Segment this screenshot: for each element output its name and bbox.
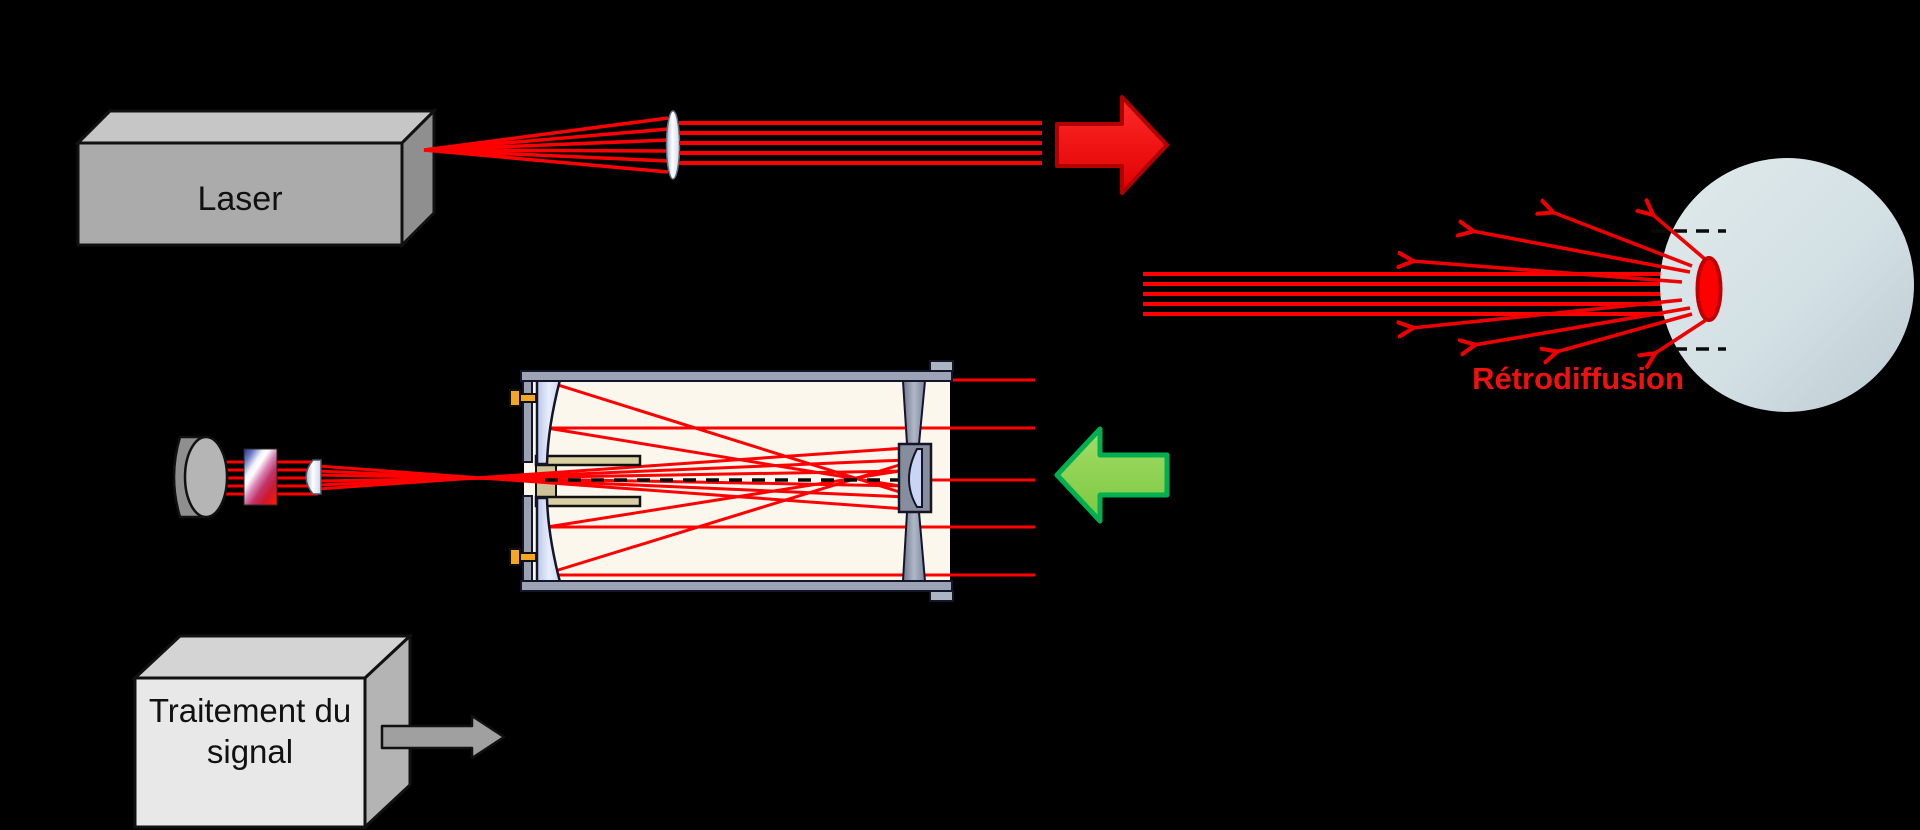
laser-divergent-beam — [423, 116, 669, 174]
mount-tab-bottom — [929, 590, 954, 602]
interference-filter — [243, 448, 278, 506]
focusing-lens — [305, 459, 322, 495]
eye — [1412, 158, 1914, 412]
adjustment-screws — [509, 389, 537, 566]
collimated-beam — [679, 121, 1042, 165]
mount-tab-top — [929, 360, 954, 372]
laser-label: Laser — [197, 180, 283, 218]
cassegrain-telescope — [317, 360, 1035, 602]
tube-top — [520, 370, 953, 382]
rear-cap-lower — [522, 495, 533, 584]
baffle-bottom — [534, 495, 642, 508]
emission-arrow — [1055, 95, 1169, 195]
processing-label: Traitement du signal — [148, 692, 352, 771]
output-arrow — [380, 714, 506, 760]
rear-cap-upper — [522, 378, 533, 463]
beam-to-eye — [1143, 272, 1698, 316]
return-arrow — [1054, 426, 1170, 524]
pupil — [1695, 256, 1723, 322]
secondary-mirror — [908, 448, 923, 508]
backscatter-label: Rétrodiffusion — [1472, 361, 1684, 396]
detector-face — [183, 435, 229, 519]
backscatter-arrows — [1412, 212, 1708, 354]
detector-assembly — [172, 435, 322, 519]
signal-processing-box — [131, 632, 414, 830]
tube-bottom — [520, 580, 953, 592]
baffle-top — [534, 454, 642, 467]
laser-box — [74, 107, 438, 249]
collimating-lens — [665, 110, 681, 180]
